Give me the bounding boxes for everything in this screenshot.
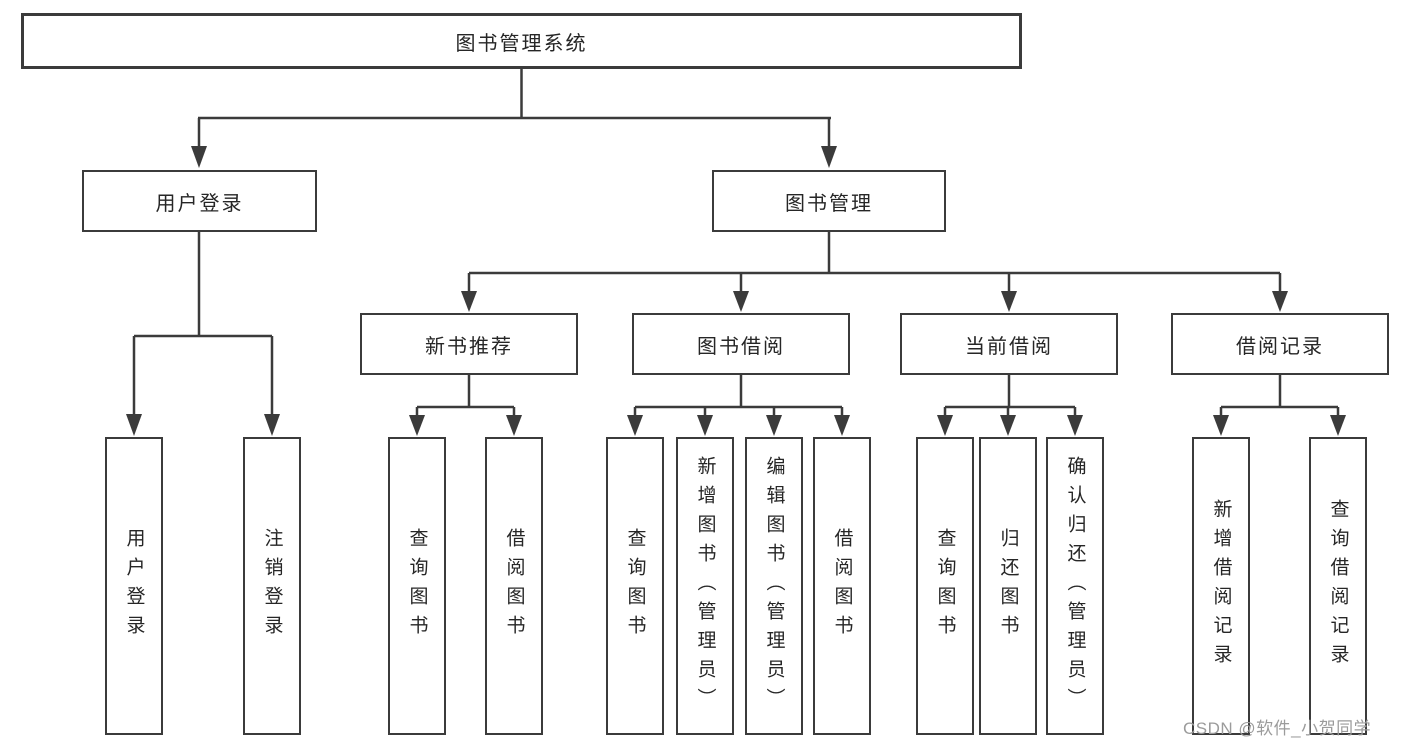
leaf-add-books-admin: 新增图书（管理员） (676, 437, 734, 735)
leaf-edit-books-admin: 编辑图书（管理员） (745, 437, 803, 735)
watermark: CSDN @软件_小贺同学 (1183, 719, 1372, 738)
node-current-borrowing: 当前借阅 (900, 313, 1118, 375)
node-label: 图书管理 (785, 192, 873, 215)
node-label: 查询图书 (934, 528, 956, 644)
node-book-borrowing: 图书借阅 (632, 313, 850, 375)
node-new-book-recommendation: 新书推荐 (360, 313, 578, 375)
leaf-user-login: 用户登录 (105, 437, 163, 735)
node-label: 借阅图书 (831, 528, 853, 644)
node-label: 新增借阅记录 (1210, 499, 1232, 673)
node-label: 新书推荐 (425, 335, 513, 358)
node-label: 新增图书（管理员） (694, 455, 716, 717)
leaf-borrow-books-recommend: 借阅图书 (485, 437, 543, 735)
node-book-management: 图书管理 (712, 170, 946, 232)
node-user-login: 用户登录 (82, 170, 317, 232)
node-label: 查询图书 (624, 528, 646, 644)
leaf-query-books-current: 查询图书 (916, 437, 974, 735)
node-label: 图书管理系统 (455, 32, 588, 55)
node-label: 确认归还（管理员） (1064, 455, 1086, 717)
leaf-query-books-borrowing: 查询图书 (606, 437, 664, 735)
leaf-borrow-books: 借阅图书 (813, 437, 871, 735)
leaf-query-borrow-record: 查询借阅记录 (1309, 437, 1367, 735)
node-borrowing-records: 借阅记录 (1171, 313, 1389, 375)
node-label: 图书借阅 (697, 335, 785, 358)
leaf-return-books: 归还图书 (979, 437, 1037, 735)
node-label: 借阅图书 (503, 528, 525, 644)
node-label: 用户登录 (155, 192, 244, 215)
node-label: 查询借阅记录 (1327, 499, 1349, 673)
node-label: 编辑图书（管理员） (763, 455, 785, 717)
node-label: 当前借阅 (965, 335, 1053, 358)
leaf-add-borrow-record: 新增借阅记录 (1192, 437, 1250, 735)
leaf-logout: 注销登录 (243, 437, 301, 735)
node-label: 查询图书 (406, 528, 428, 644)
leaf-query-books-recommend: 查询图书 (388, 437, 446, 735)
node-label: 归还图书 (997, 528, 1019, 644)
node-label: 用户登录 (123, 528, 145, 644)
node-root: 图书管理系统 (21, 13, 1022, 69)
node-label: 注销登录 (261, 528, 283, 644)
node-label: 借阅记录 (1236, 335, 1324, 358)
leaf-confirm-return-admin: 确认归还（管理员） (1046, 437, 1104, 735)
